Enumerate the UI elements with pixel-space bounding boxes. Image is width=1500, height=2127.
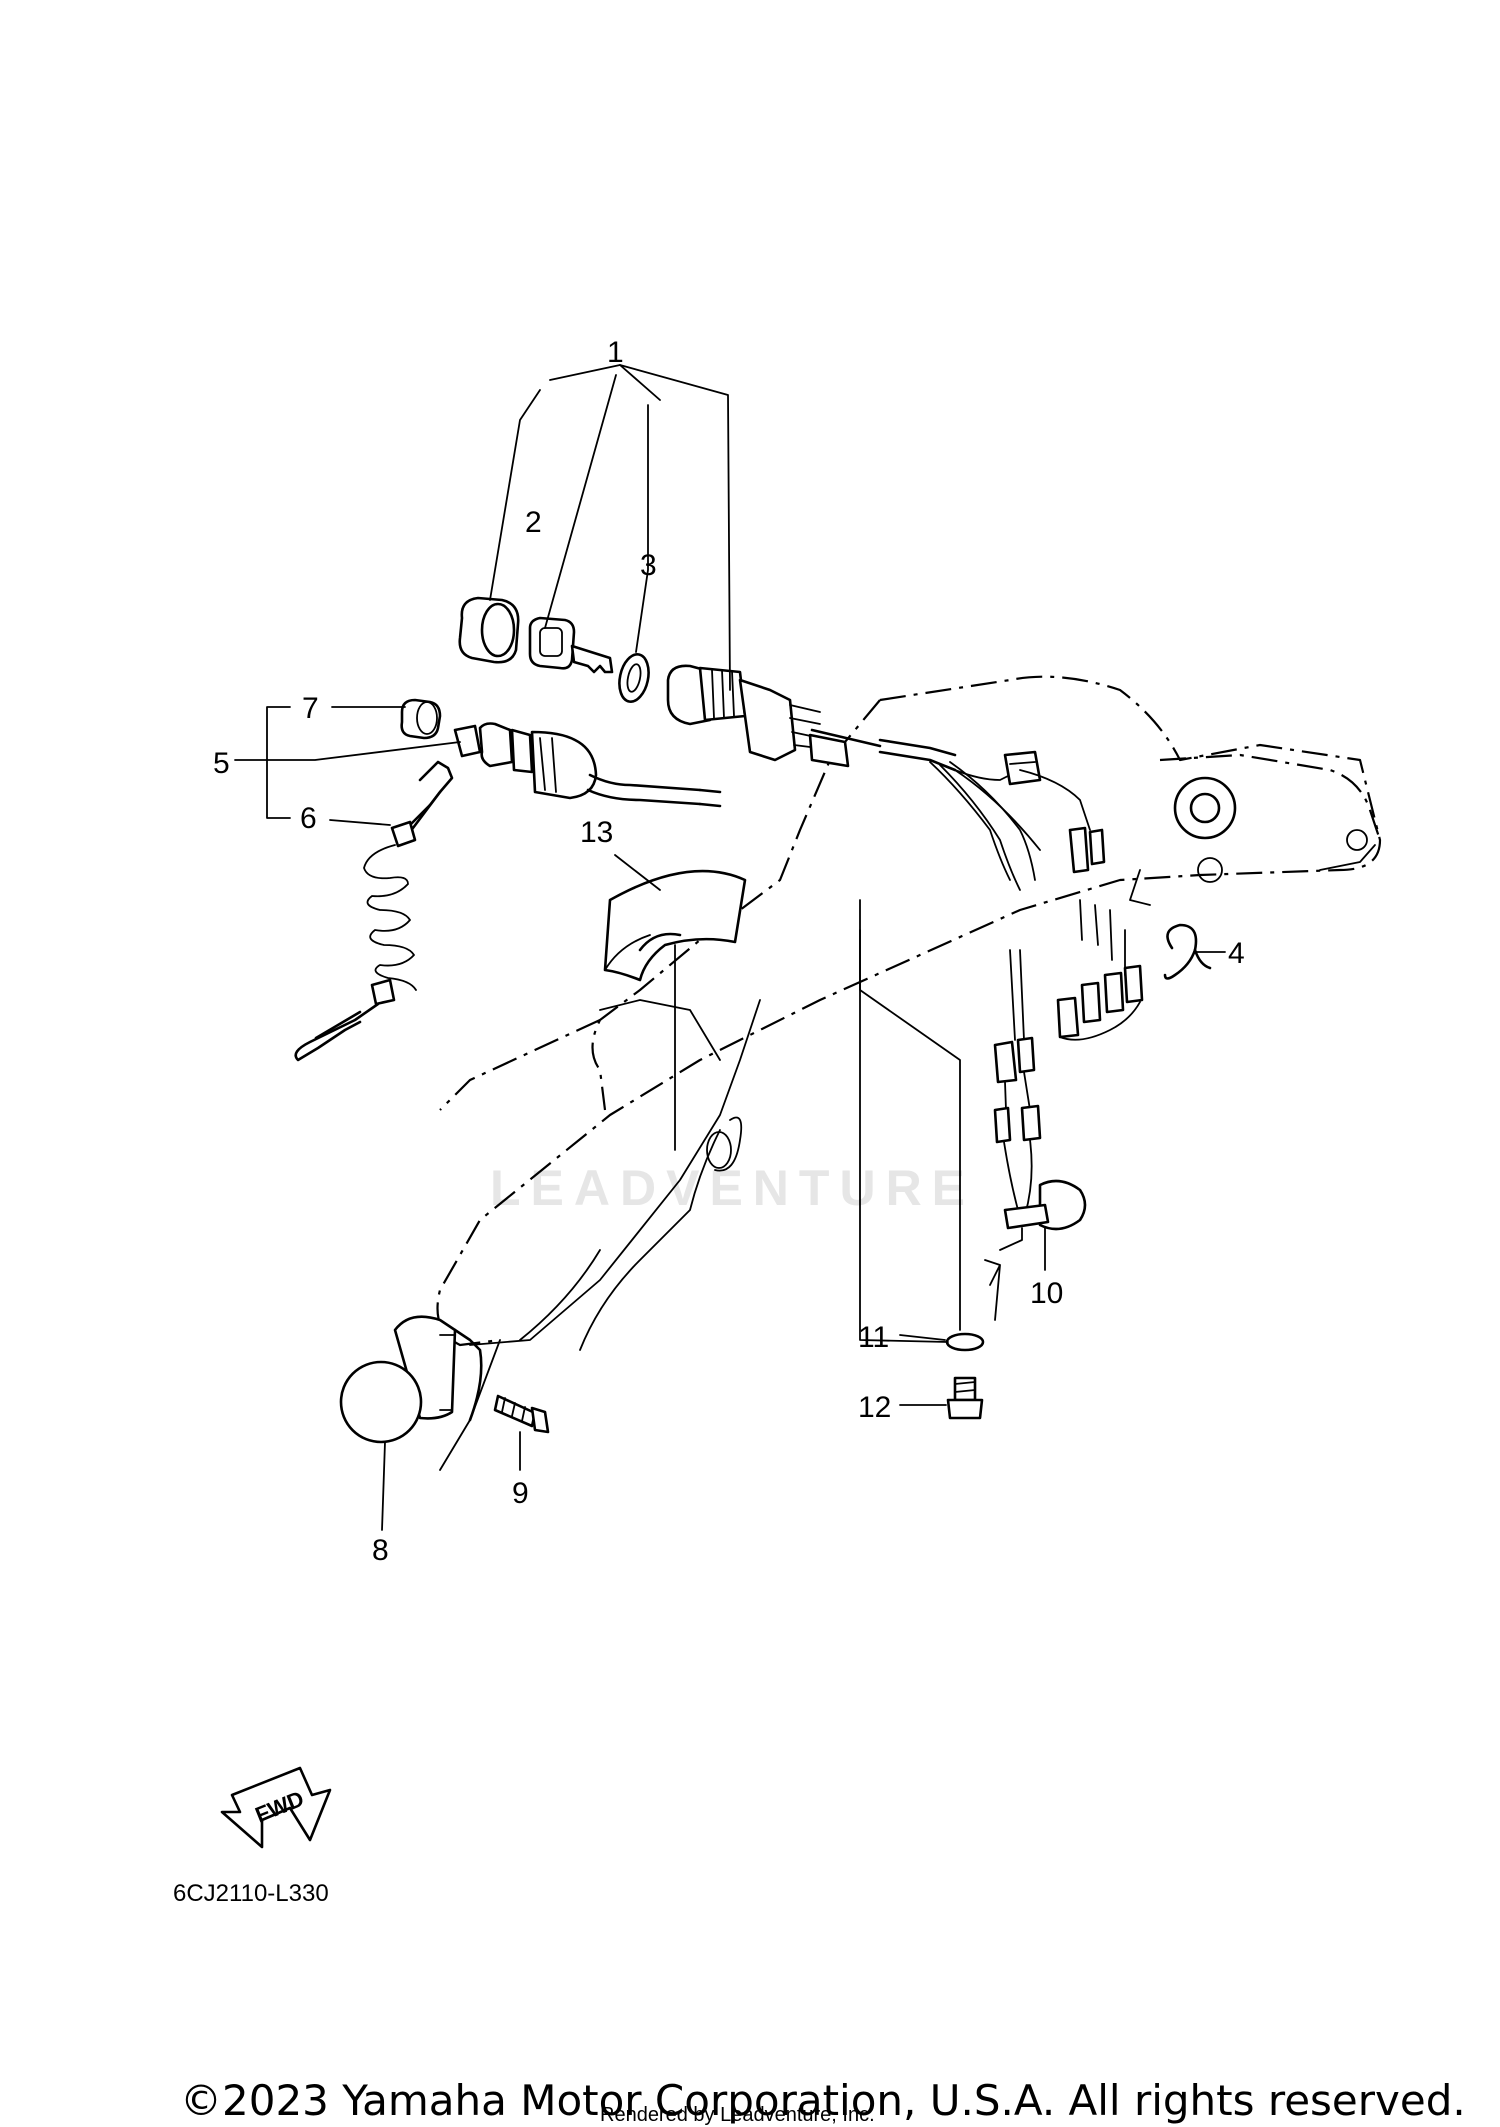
tiller-handle-outline [436,675,1382,1471]
fwd-arrow-icon: FWD [220,1766,332,1849]
callout-13: 13 [580,816,613,849]
part-11-bracket [945,1259,1001,1352]
callout-12: 12 [858,1391,891,1424]
wiring-harness [929,750,1106,891]
part-12-screw [946,1376,984,1420]
callout-11: 11 [858,1321,889,1354]
part-9-screw [493,1394,550,1434]
part-6-lanyard [294,760,454,1062]
part-8-grip [339,1315,483,1444]
callout-7: 7 [302,692,319,725]
part-3-washer [618,653,650,703]
connector-group [1056,899,1144,1041]
callout-4: 4 [1228,937,1245,970]
callouts: 1 2 3 4 5 6 7 8 9 10 11 12 13 [213,336,1245,1567]
main-switch-body [666,664,957,772]
callout-3: 3 [640,549,657,582]
part-2-key-cap [458,596,520,664]
callout-6: 6 [300,802,317,835]
callout-9: 9 [512,1477,529,1510]
part-10-buzzer [993,949,1087,1251]
leader-lines [234,364,1226,1531]
callout-2: 2 [525,506,542,539]
rendered-by-notice: Rendered by Leadventure, Inc. [600,2104,875,2126]
callout-1: 1 [607,336,624,369]
watermark-text: LEADVENTURE [490,1160,975,1216]
part-1-key [528,616,614,674]
diagram-code: 6CJ2110-L330 [173,1880,329,1907]
part-5-stop-switch [453,722,722,808]
callout-5: 5 [213,747,230,780]
callout-10: 10 [1030,1277,1063,1310]
part-7-cap [400,698,442,740]
part-13-cover [603,869,747,982]
callout-8: 8 [372,1534,389,1567]
copyright-notice: ©2023 Yamaha Motor Corporation, U.S.A. A… [180,2076,1466,2125]
